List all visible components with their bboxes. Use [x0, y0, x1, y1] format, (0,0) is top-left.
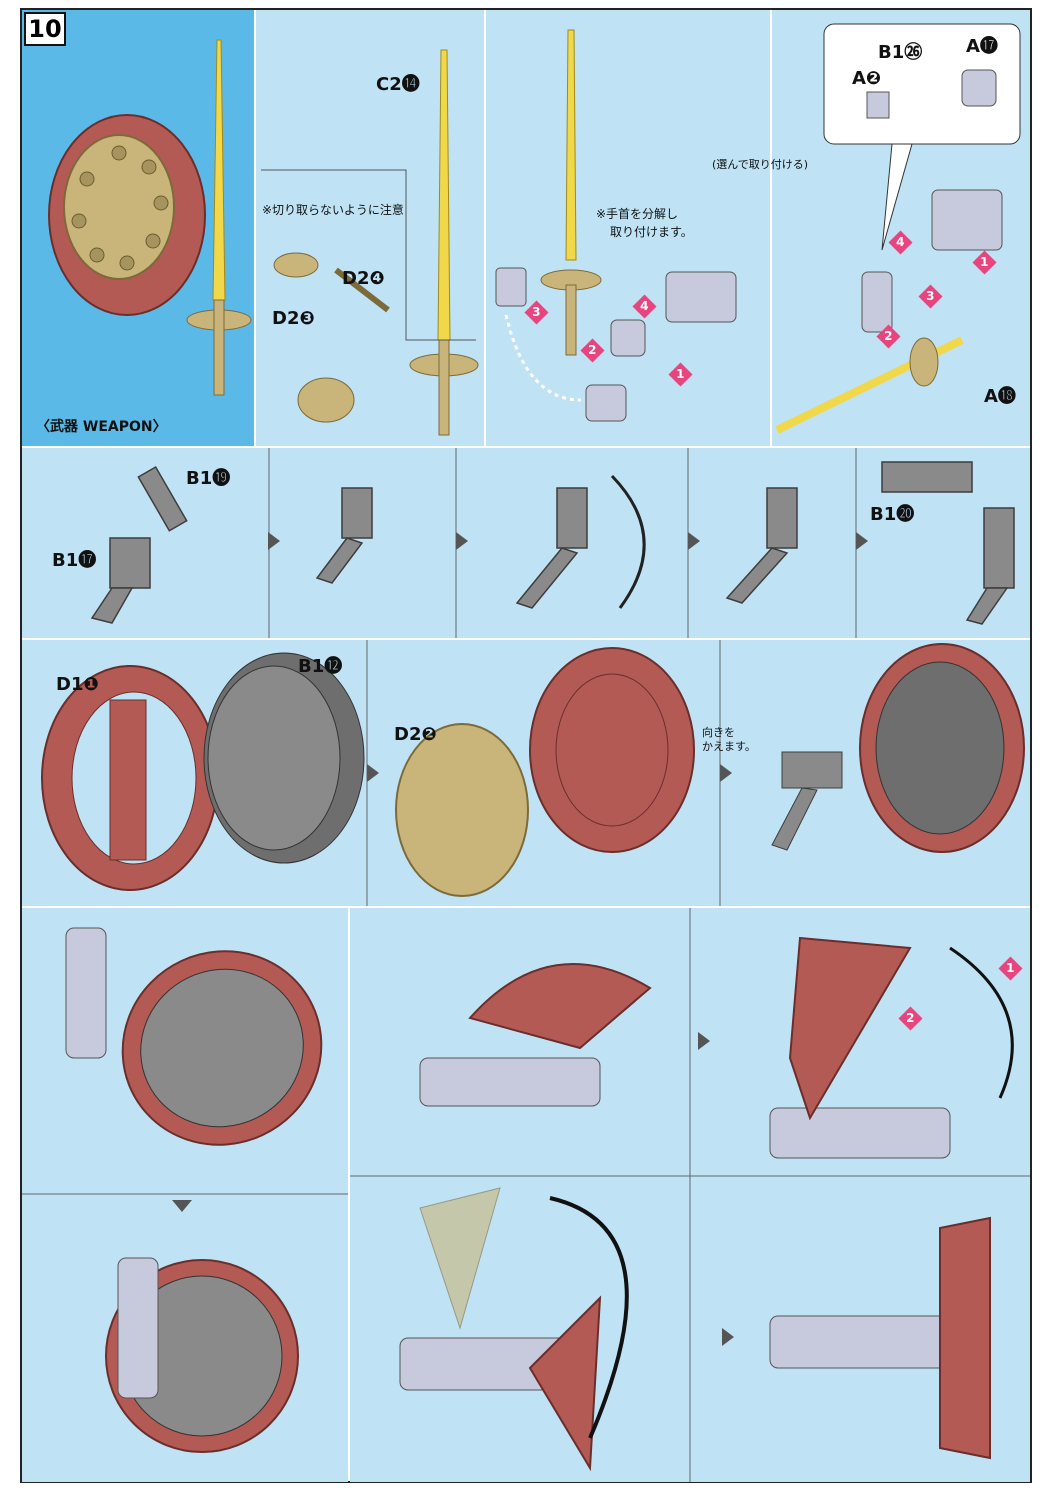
label-b1-26: B1㉖	[878, 42, 923, 63]
step-number-badge: 10	[24, 12, 66, 46]
shield-positions-illustration	[350, 908, 1030, 1482]
panel-hand-options: B1㉖ A⓱ A❷ A⓲ (選んで取り付ける) 4 1 3 2	[712, 10, 1030, 446]
label-d1-1: D1❶	[56, 674, 99, 695]
shield-assembly-illustration	[41, 640, 1025, 906]
label-a-2: A❷	[852, 68, 882, 89]
panel-shield-on-arm	[22, 908, 348, 1482]
next-step-arrow	[268, 532, 280, 550]
label-d2-3: D2❸	[272, 308, 315, 329]
label-c2-14: C2⓮	[376, 74, 420, 95]
hand-attach-illustration	[495, 29, 737, 422]
weapon-caption: 〈武器 WEAPON〉	[36, 419, 167, 435]
change-direction-line-2: かえます。	[702, 740, 756, 753]
label-a-18: A⓲	[984, 386, 1016, 407]
label-b1-17: B1⓱	[52, 550, 97, 571]
next-step-arrow	[722, 1328, 734, 1346]
note-wrist-line-2: 取り付けます。	[610, 225, 693, 239]
shield-on-arm-illustration	[22, 927, 348, 1453]
next-step-arrow	[856, 532, 868, 550]
next-step-arrow	[698, 1032, 710, 1050]
choose-and-attach-caption: (選んで取り付ける)	[712, 158, 809, 171]
next-step-arrow	[456, 532, 468, 550]
grip-arm-sequence-illustration	[90, 448, 1015, 638]
panel-shield-assembly: D1❶ B1⓬ D2❷ 向きを かえます。	[22, 640, 1030, 906]
next-step-arrow	[688, 532, 700, 550]
shield-and-sword-illustration	[48, 39, 252, 396]
panel-sword-assembly: C2⓮ ※切り取らないように注意 D2❹ D2❸	[256, 10, 484, 446]
note-do-not-cut: ※切り取らないように注意	[262, 203, 404, 217]
next-step-arrow	[720, 764, 732, 782]
change-direction-line-1: 向きを	[702, 726, 735, 739]
sword-assembly-illustration	[261, 49, 479, 436]
label-b1-12: B1⓬	[298, 656, 343, 677]
note-wrist-line-1: ※手首を分解し	[596, 207, 679, 221]
panel-shield-positions: 1 2	[350, 908, 1030, 1482]
label-d2-4: D2❹	[342, 268, 385, 289]
hand-options-illustration	[775, 23, 1021, 434]
label-a-17: A⓱	[966, 36, 998, 57]
next-step-arrow	[367, 764, 379, 782]
label-b1-19: B1⓳	[186, 468, 231, 489]
panel-grip-arm-assembly: B1⓳ B1⓱ B1⓴	[22, 448, 1030, 638]
label-b1-20: B1⓴	[870, 504, 915, 525]
panel-weapon-overview: 〈武器 WEAPON〉	[22, 10, 254, 446]
page-frame	[20, 8, 1032, 1483]
label-d2-2: D2❷	[394, 724, 437, 745]
panel-sword-hand-attach: ※手首を分解し 取り付けます。 3 2 4 1	[486, 10, 770, 446]
